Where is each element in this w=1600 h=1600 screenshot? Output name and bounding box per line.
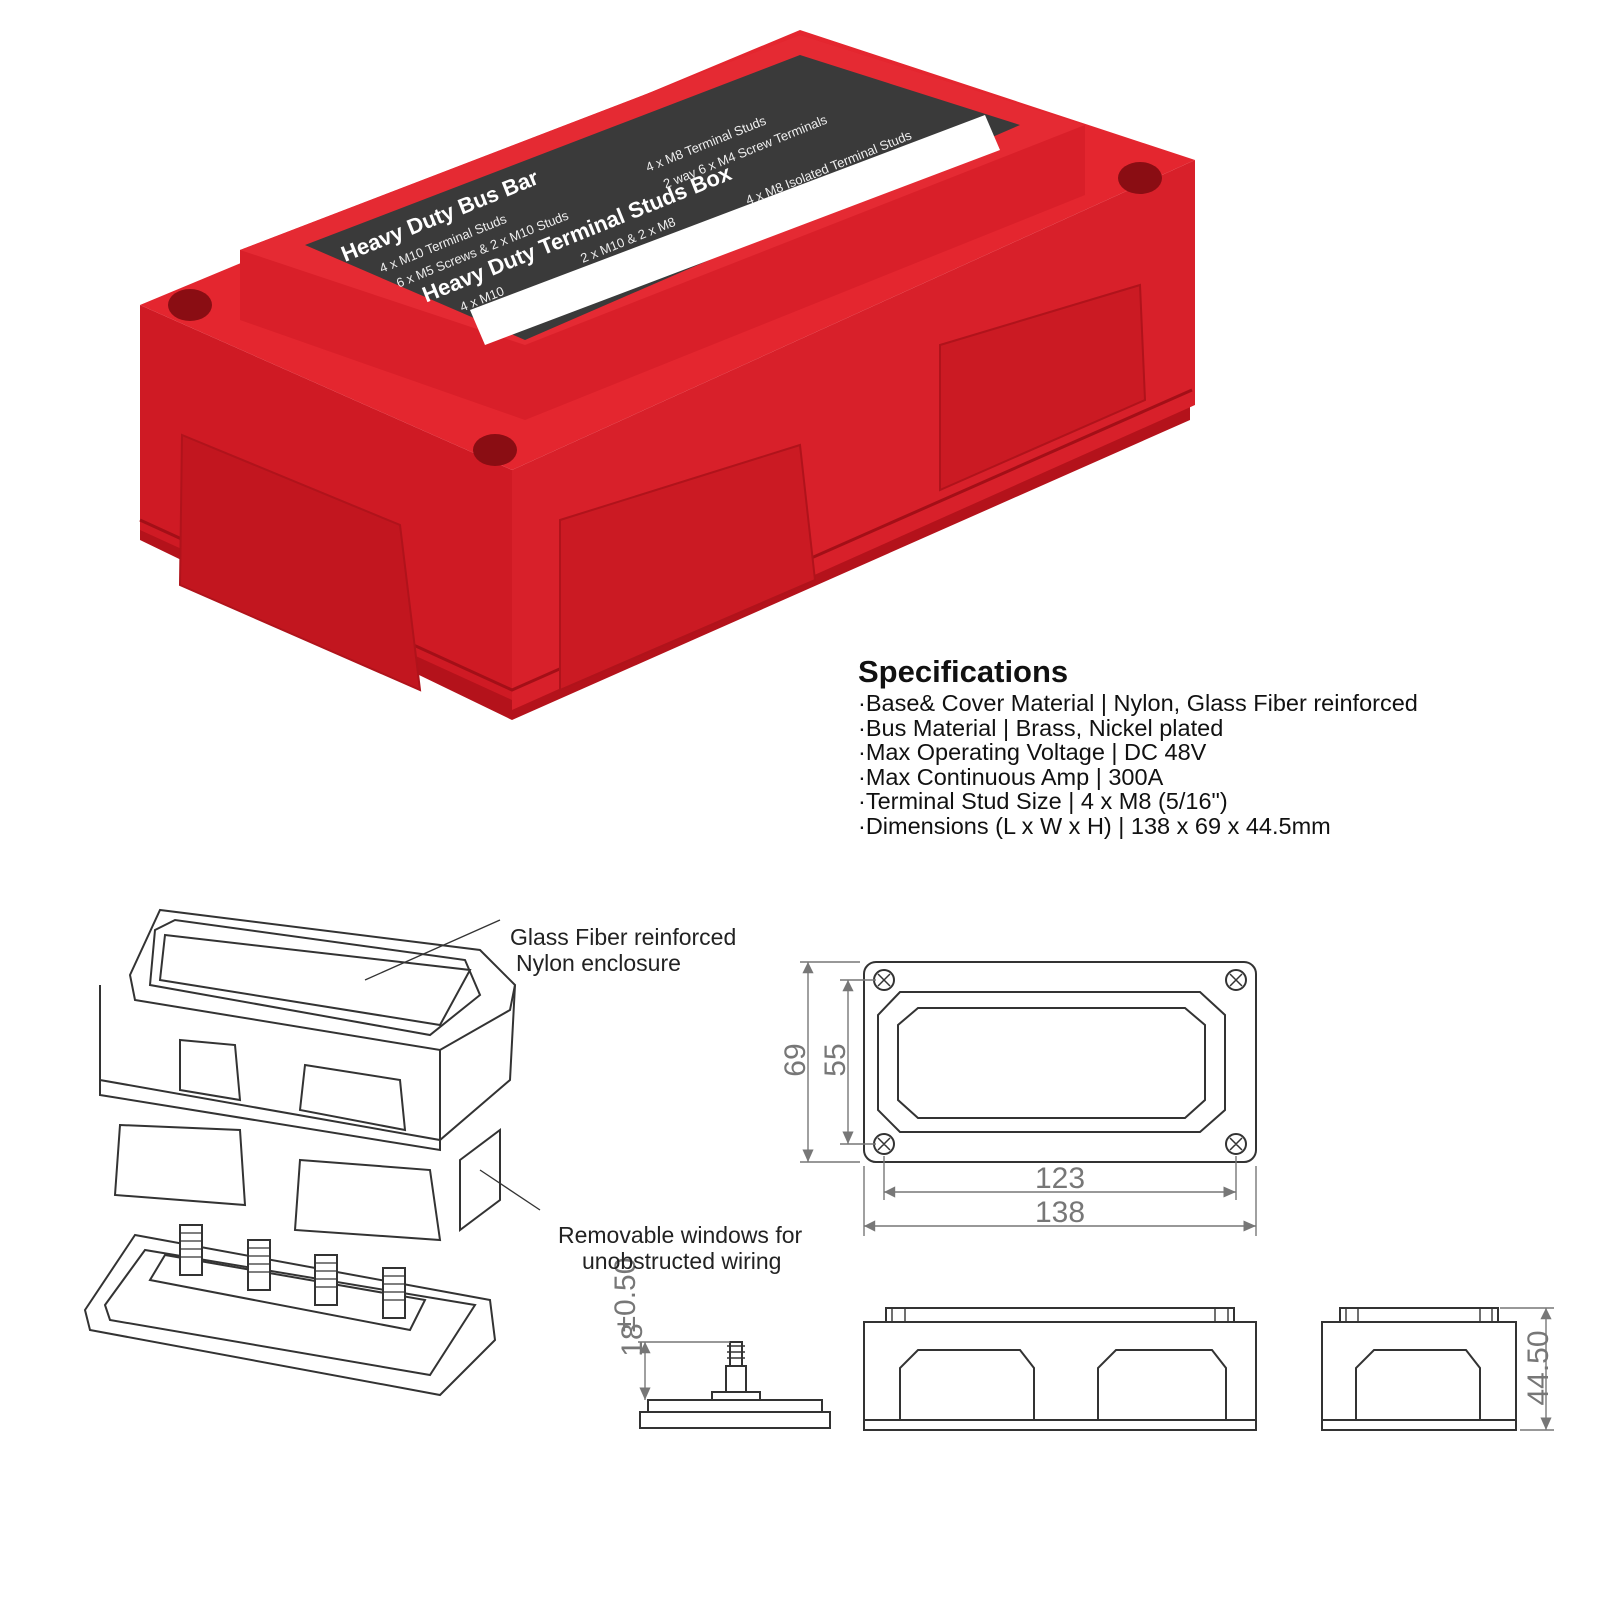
- dim-width-outer: 69: [779, 1043, 812, 1076]
- spec-item: Max Operating Voltage | DC 48V: [858, 740, 1418, 765]
- specifications-list: Base& Cover Material | Nylon, Glass Fibe…: [858, 691, 1418, 839]
- spec-item: Terminal Stud Size | 4 x M8 (5/16"): [858, 789, 1418, 814]
- end-side-view: [1321, 1307, 1517, 1431]
- dim-height: 44.50: [1522, 1330, 1555, 1405]
- dim-length-inner: 123: [1035, 1162, 1085, 1195]
- top-view-drawing: [863, 961, 1257, 1163]
- stud-height-dimension: [638, 1341, 730, 1400]
- dim-stud-tolerance: ±0.50: [609, 1258, 642, 1333]
- windows-callout-line2: unobstructed wiring: [582, 1248, 782, 1274]
- spec-item: Dimensions (L x W x H) | 138 x 69 x 44.5…: [858, 814, 1418, 839]
- enclosure-callout-line1: Glass Fiber reinforced: [510, 924, 737, 950]
- dim-length-outer: 138: [1035, 1196, 1085, 1229]
- spec-item: Max Continuous Amp | 300A: [858, 765, 1418, 790]
- dim-stud-height: 18: [616, 1323, 649, 1356]
- spec-item: Bus Material | Brass, Nickel plated: [858, 715, 1418, 741]
- dim-width-inner: 55: [819, 1043, 852, 1076]
- front-side-view: [863, 1307, 1257, 1431]
- spec-item: Base& Cover Material | Nylon, Glass Fibe…: [858, 691, 1418, 716]
- stud-side-view: [639, 1341, 831, 1429]
- red-busbar-box: Heavy Duty Bus Bar 4 x M10 Terminal Stud…: [139, 30, 1195, 720]
- specifications-heading: Specifications: [858, 654, 1069, 689]
- specifications-block: Specifications Base& Cover Material | Ny…: [858, 655, 1418, 839]
- enclosure-callout-line2: Nylon enclosure: [516, 950, 681, 976]
- dimension-lines: [800, 961, 1257, 1236]
- exploded-view-drawing: [83, 908, 541, 1397]
- height-dimension-line: [1500, 1307, 1554, 1431]
- windows-callout-line1: Removable windows for: [558, 1222, 803, 1248]
